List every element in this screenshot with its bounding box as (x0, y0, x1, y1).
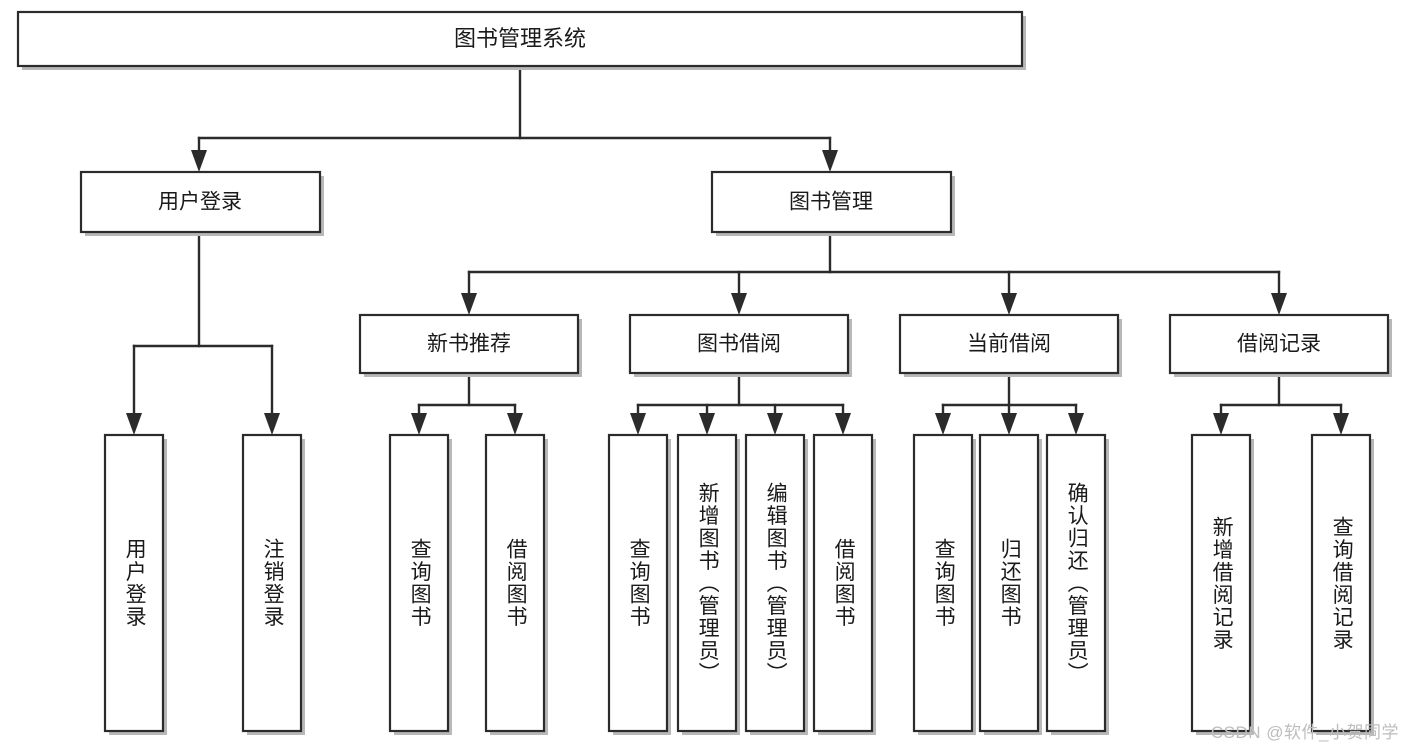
leaf-newbook-borrow[interactable] (484, 433, 548, 735)
leaf-bookborrow-query[interactable] (607, 433, 671, 735)
arrowhead-cb-leaf-2 (1001, 413, 1017, 435)
arrowhead-bb-leaf-3 (767, 413, 783, 435)
node-book-management[interactable]: 图书管理 (710, 170, 955, 236)
leaf-newbook-query[interactable] (388, 433, 452, 735)
arrowhead-bookmgmt (822, 150, 838, 172)
leaf-borrowrecord-query[interactable] (1310, 433, 1374, 735)
arrowhead-bookborrow (731, 293, 747, 315)
node-layer: 图书管理系统 用户登录 图书管理 新书推荐 (16, 10, 1392, 735)
arrowhead-logout-leaf (264, 413, 280, 435)
leaf-currentborrow-query[interactable] (912, 433, 976, 735)
leaf-currentborrow-return[interactable] (978, 433, 1042, 735)
leaf-user-login-login[interactable] (103, 433, 167, 735)
node-new-book-recommend-label: 新书推荐 (427, 333, 511, 356)
arrowhead-nb-leaf-2 (507, 413, 523, 435)
arrowhead-cb-leaf-3 (1068, 413, 1084, 435)
arrowhead-borrowrecord (1271, 293, 1287, 315)
arrowhead-bb-leaf-4 (835, 413, 851, 435)
arrowhead-cb-leaf-1 (935, 413, 951, 435)
arrowhead-newbook (461, 293, 477, 315)
arrowhead-bb-leaf-1 (630, 413, 646, 435)
node-new-book-recommend[interactable]: 新书推荐 (358, 313, 582, 377)
node-user-login-label: 用户登录 (158, 191, 242, 214)
node-book-borrow[interactable]: 图书借阅 (628, 313, 852, 377)
arrowhead-bb-leaf-2 (699, 413, 715, 435)
leaf-bookborrow-borrow[interactable] (812, 433, 876, 735)
leaf-bookborrow-add[interactable] (676, 433, 740, 735)
arrowhead-user-login-leaf (126, 413, 142, 435)
watermark: CSDN @软件_小贺同学 (1210, 723, 1399, 742)
arrowhead-userlogin (191, 150, 207, 172)
arrowhead-currentborrow (1001, 293, 1017, 315)
node-borrow-records-label: 借阅记录 (1237, 333, 1321, 356)
leaf-borrowrecord-add[interactable] (1190, 433, 1254, 735)
node-user-login[interactable]: 用户登录 (79, 170, 324, 236)
edge-layer (126, 64, 1349, 435)
leaf-currentborrow-confirm[interactable] (1045, 433, 1109, 735)
leaf-user-login-logout[interactable] (241, 433, 305, 735)
node-current-borrow[interactable]: 当前借阅 (898, 313, 1122, 377)
node-book-management-label: 图书管理 (789, 191, 873, 214)
leaf-bookborrow-edit[interactable] (744, 433, 808, 735)
arrowhead-br-leaf-2 (1333, 413, 1349, 435)
node-book-borrow-label: 图书借阅 (697, 333, 781, 356)
node-current-borrow-label: 当前借阅 (967, 333, 1051, 356)
arrowhead-nb-leaf-1 (411, 413, 427, 435)
arrowhead-br-leaf-1 (1213, 413, 1229, 435)
node-root-label: 图书管理系统 (454, 26, 586, 51)
node-root[interactable]: 图书管理系统 (16, 10, 1026, 70)
node-borrow-records[interactable]: 借阅记录 (1168, 313, 1392, 377)
